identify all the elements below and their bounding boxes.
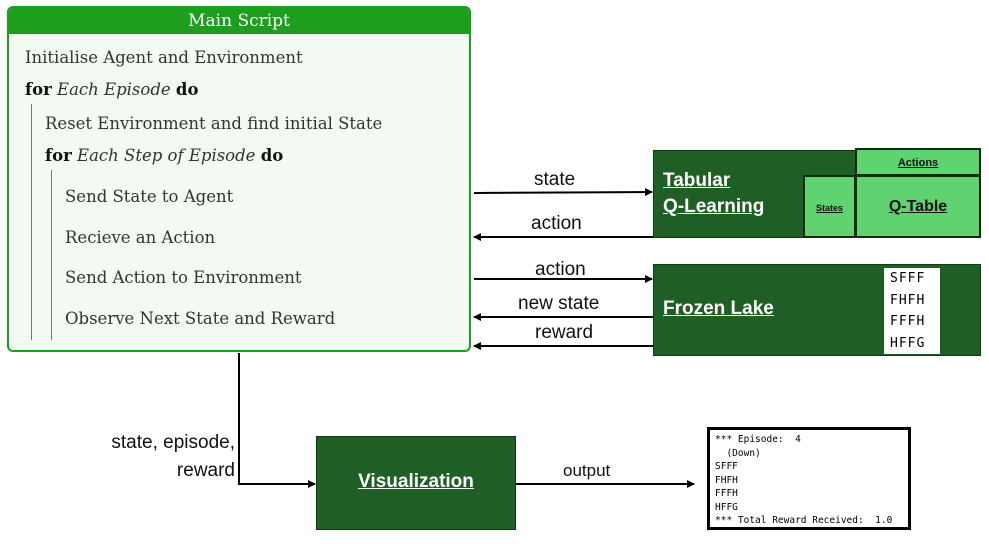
state-arrow (473, 188, 653, 197)
action-out-label: action (535, 259, 586, 280)
algo-line-step-loop: for Each Step of Episode do (45, 146, 283, 165)
state-episode-reward-label: state, episode, reward (60, 429, 235, 485)
environment-title: Frozen Lake (663, 298, 774, 319)
grid-row: FHFH (890, 292, 926, 308)
state-episode-reward-arrow (238, 353, 316, 488)
actions-label: Actions (897, 157, 939, 169)
new-state-label: new state (518, 293, 600, 314)
step-loop-guide (51, 170, 52, 340)
algo-line-reset: Reset Environment and find initial State (45, 114, 383, 133)
main-script-box: Main Script Initialise Agent and Environ… (7, 6, 471, 352)
console-line: FFFH (715, 488, 738, 499)
output-label: output (563, 461, 611, 480)
states-label: States (815, 203, 843, 213)
algo-line-send-state: Send State to Agent (65, 187, 234, 206)
states-header: States (803, 175, 856, 238)
grid-row: HFFG (890, 335, 926, 351)
keyword-for: for (45, 146, 72, 165)
console-line: SFFF (715, 461, 738, 472)
algo-line-observe: Observe Next State and Reward (65, 309, 336, 328)
algo-line-receive-action: Recieve an Action (65, 228, 216, 247)
state-arrow-label: state (534, 169, 576, 190)
visualization-title: Visualization (358, 471, 474, 492)
sev-label-line2: reward (176, 460, 235, 481)
algo-line-send-action: Send Action to Environment (65, 268, 302, 287)
grid-row: FFFH (890, 314, 926, 329)
keyword-do: do (260, 146, 284, 165)
keyword-for: for (25, 80, 52, 99)
main-script-title: Main Script (9, 8, 469, 34)
sev-label-line1: state, episode, (111, 432, 235, 453)
episode-loop-guide (31, 104, 32, 340)
frozen-lake-grid: SFFF FHFH FFFH HFFG (884, 268, 940, 354)
console-output: *** Episode: 4 (Down) SFFF FHFH FFFH HFF… (707, 427, 911, 530)
agent-title-line1: Tabular (663, 170, 731, 191)
algo-line-episode-loop: for Each Episode do (25, 80, 198, 99)
actions-header: Actions (855, 148, 981, 176)
loop-condition: Each Step of Episode (77, 146, 256, 165)
q-table-label: Q-Table (888, 198, 948, 215)
visualization-box (316, 436, 516, 530)
console-line: FHFH (715, 474, 738, 486)
console-line: *** Episode: 4 (715, 434, 801, 445)
reward-label: reward (535, 322, 594, 343)
console-line: (Down) (715, 447, 761, 459)
agent-title-line2: Q-Learning (663, 196, 765, 217)
q-table-cell: Q-Table (855, 175, 981, 238)
algo-line-init: Initialise Agent and Environment (25, 48, 303, 67)
console-line: *** Total Reward Received: 1.0 (715, 515, 893, 526)
console-line: HFFG (715, 501, 738, 513)
keyword-do: do (175, 80, 199, 99)
grid-row: SFFF (890, 271, 926, 286)
action-return-label: action (531, 213, 582, 234)
agent-title: Tabular Q-Learning (663, 168, 764, 220)
loop-condition: Each Episode (57, 80, 171, 99)
